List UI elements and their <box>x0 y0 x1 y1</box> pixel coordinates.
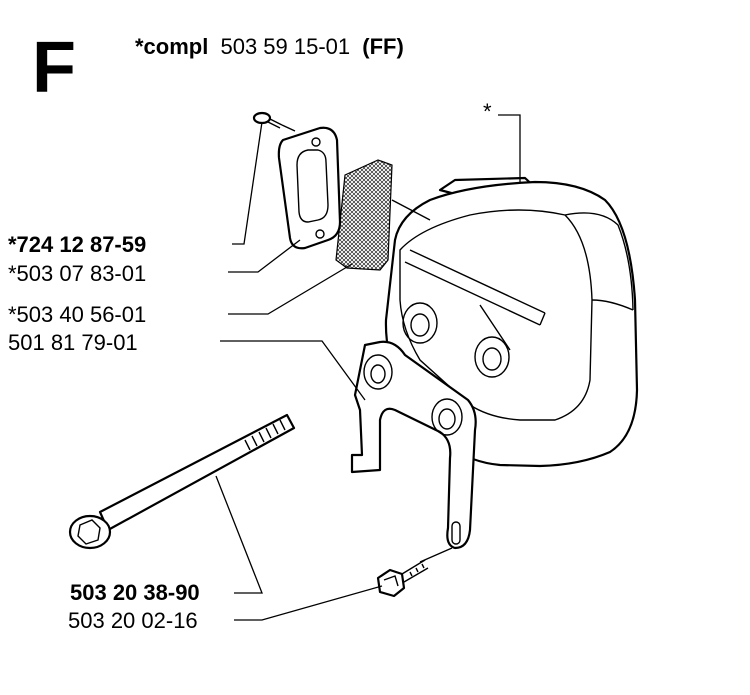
callout-503-20-02-16: 503 20 02-16 <box>68 608 198 633</box>
small-screw-drawing <box>252 111 296 132</box>
long-bolt-drawing <box>68 413 296 550</box>
bracket-drawing <box>350 340 477 550</box>
callout-724-12-87-59: *724 12 87-59 <box>8 232 146 257</box>
leader-lines <box>215 114 521 621</box>
compl-number: 503 59 15-01 <box>220 34 350 59</box>
assembly-title: *compl 503 59 15-01 (FF) <box>135 34 404 59</box>
callout-star: * <box>483 99 492 124</box>
flange-screw-drawing <box>376 559 429 598</box>
section-letter: F <box>32 28 76 108</box>
callout-501-81-79-01: 501 81 79-01 <box>8 330 138 355</box>
compl-label: *compl <box>135 34 208 59</box>
callout-503-20-38-90: 503 20 38-90 <box>70 580 200 605</box>
compl-code: (FF) <box>362 34 404 59</box>
callout-503-40-56-01: *503 40 56-01 <box>8 302 146 327</box>
screen-drawing <box>335 159 393 271</box>
callout-503-07-83-01: *503 07 83-01 <box>8 261 146 286</box>
gasket-drawing <box>277 126 342 250</box>
